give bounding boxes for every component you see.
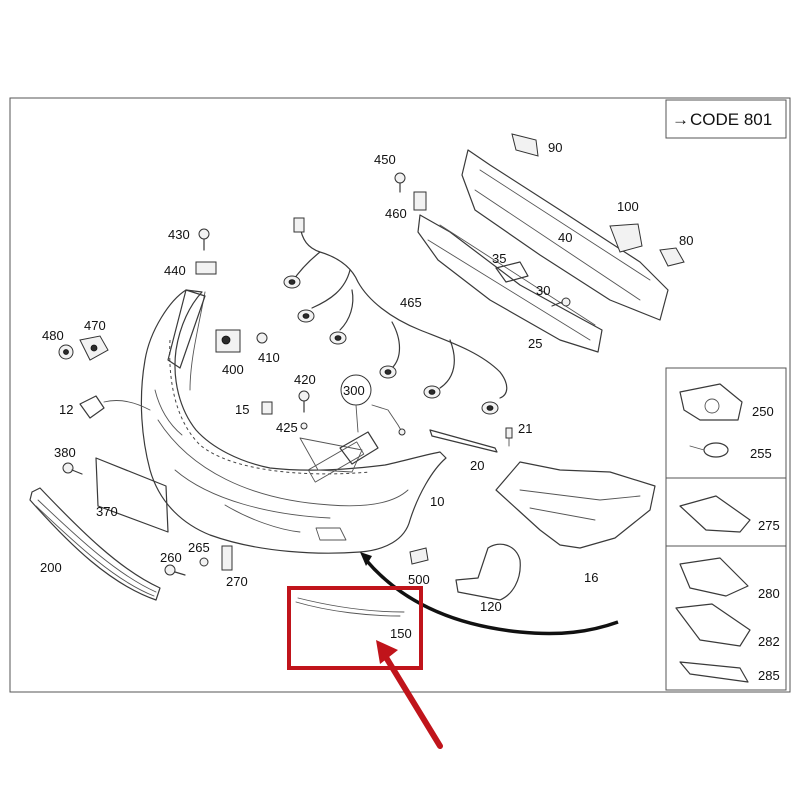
bolt-380 (62, 462, 83, 475)
trim-strip-150 (295, 597, 405, 617)
label-425: 425 (276, 420, 298, 435)
strip-20 (429, 429, 498, 453)
nut-440 (195, 261, 217, 275)
bolt-260 (164, 564, 186, 576)
label-30: 30 (536, 283, 550, 298)
label-260: 260 (160, 550, 182, 565)
label-15: 15 (235, 402, 249, 417)
clip-21 (505, 427, 513, 447)
highlight-arrow-icon (376, 640, 443, 749)
bolt-450 (394, 172, 406, 193)
label-200: 200 (40, 560, 62, 575)
label-380: 380 (54, 445, 76, 460)
cover-12 (79, 395, 105, 419)
variant-panel (665, 367, 787, 691)
label-285: 285 (758, 668, 780, 683)
label-470: 470 (84, 318, 106, 333)
code-text: CODE 801 (690, 110, 772, 129)
sensor-400 (215, 329, 241, 353)
label-21: 21 (518, 421, 532, 436)
label-275: 275 (758, 518, 780, 533)
sensor-470 (79, 335, 109, 361)
bracket-270 (221, 545, 233, 571)
label-460: 460 (385, 206, 407, 221)
bracket-80 (659, 247, 685, 267)
sensor-connector (283, 275, 499, 415)
label-150: 150 (390, 626, 412, 641)
label-255: 255 (750, 446, 772, 461)
label-25: 25 (528, 336, 542, 351)
label-420: 420 (294, 372, 316, 387)
label-35: 35 (492, 251, 506, 266)
label-90: 90 (548, 140, 562, 155)
bracket-90 (511, 133, 539, 157)
label-450: 450 (374, 152, 396, 167)
sensor-480 (58, 344, 74, 360)
label-120: 120 (480, 599, 502, 614)
variant-275 (679, 495, 751, 533)
label-440: 440 (164, 263, 186, 278)
bolt-30 (551, 297, 571, 307)
variant-282 (675, 603, 751, 647)
label-80: 80 (679, 233, 693, 248)
label-430: 430 (168, 227, 190, 242)
label-282: 282 (758, 634, 780, 649)
label-100: 100 (617, 199, 639, 214)
washer-425 (300, 422, 308, 430)
label-480: 480 (42, 328, 64, 343)
label-40: 40 (558, 230, 572, 245)
bolt-420 (298, 390, 310, 413)
wiring-harness (283, 217, 508, 415)
variant-250 (679, 383, 743, 421)
grille-200 (29, 487, 161, 601)
label-265: 265 (188, 540, 210, 555)
variant-255 (689, 442, 729, 458)
liner-120 (455, 543, 521, 601)
bracket-16 (495, 461, 656, 549)
label-16: 16 (584, 570, 598, 585)
label-465: 465 (400, 295, 422, 310)
label-12: 12 (59, 402, 73, 417)
label-300: 300 (343, 383, 365, 398)
label-500: 500 (408, 572, 430, 587)
bracket-15 (261, 401, 273, 415)
bracket-100 (609, 223, 643, 253)
code-box: → CODE 801 (665, 99, 787, 139)
clip-460 (413, 191, 427, 211)
label-20: 20 (470, 458, 484, 473)
bracket-35 (495, 261, 529, 283)
bumper-cover (140, 289, 447, 554)
label-370: 370 (96, 504, 118, 519)
label-270: 270 (226, 574, 248, 589)
label-400: 400 (222, 362, 244, 377)
camera-300 (339, 374, 406, 465)
bolt-430 (198, 228, 210, 251)
code-arrow-icon: → (672, 110, 689, 129)
block-500 (409, 547, 429, 565)
label-280: 280 (758, 586, 780, 601)
label-410: 410 (258, 350, 280, 365)
variant-280 (679, 557, 749, 597)
label-10: 10 (430, 494, 444, 509)
washer-265 (199, 557, 209, 567)
license-plate-370 (95, 457, 169, 533)
label-250: 250 (752, 404, 774, 419)
variant-285 (679, 661, 749, 683)
bolt-410 (256, 332, 268, 344)
part-labels: 10 12 15 16 20 21 25 30 35 40 80 90 100 … (40, 140, 780, 683)
highlight-box (287, 586, 423, 670)
